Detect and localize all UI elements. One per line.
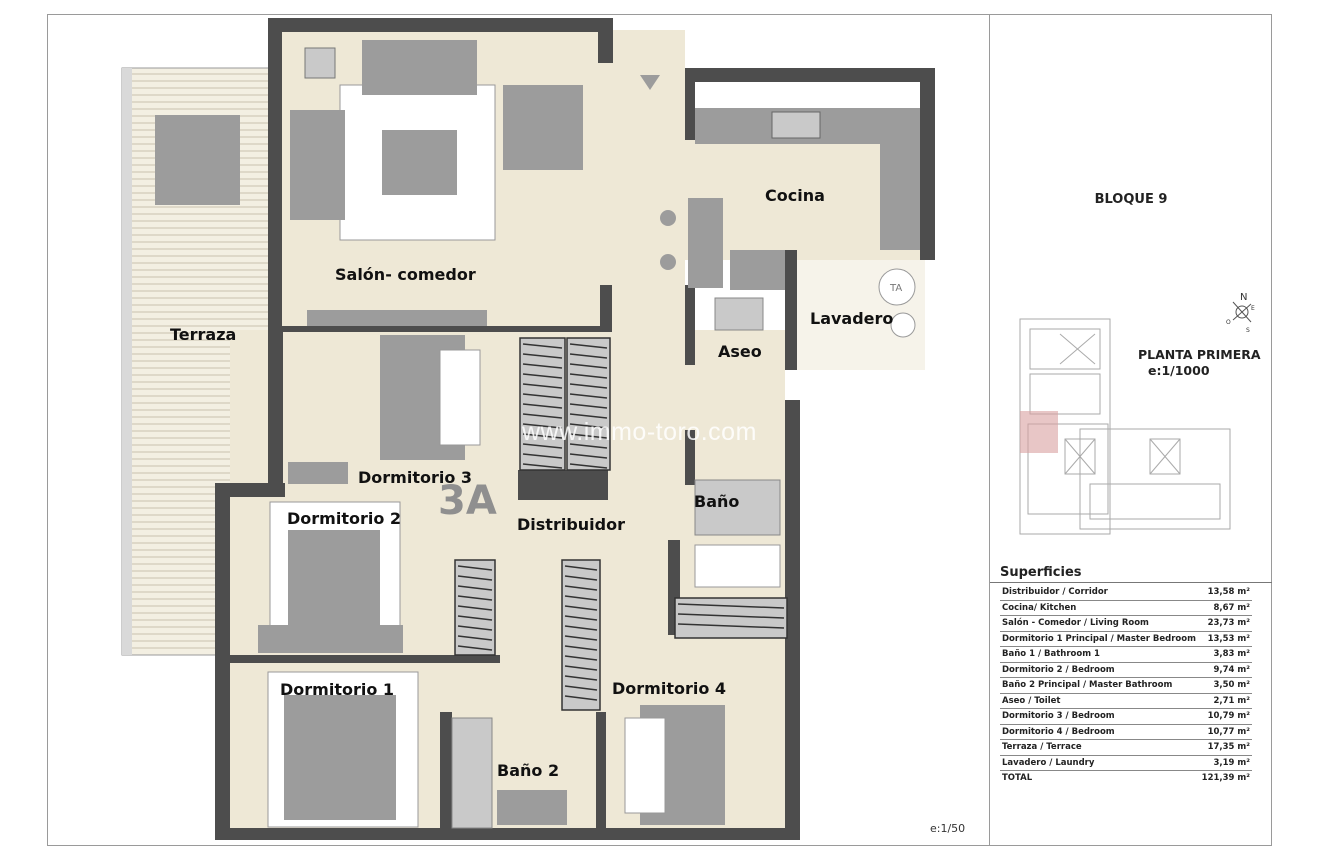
room-label-cocina: Cocina (765, 186, 825, 205)
compass-icon: N E O S (1226, 292, 1255, 334)
site-plan-drawing (1019, 318, 1231, 535)
surface-value: 10,79 m² (1199, 708, 1252, 725)
svg-text:S: S (1246, 327, 1250, 334)
surfaces-title: Superficies (1000, 565, 1082, 580)
room-label-bano-2: Baño 2 (497, 761, 559, 780)
surface-value: 17,35 m² (1199, 739, 1252, 756)
room-label-distribuidor: Distribuidor (517, 515, 625, 534)
room-label-salon: Salón- comedor (335, 265, 476, 284)
surface-label: Aseo / Toilet (1000, 693, 1200, 709)
plan-scale-small: e:1/1000 (1148, 363, 1210, 378)
surface-label: Baño 1 / Bathroom 1 (1000, 646, 1200, 663)
unit-highlight (1020, 411, 1058, 453)
plan-caption: PLANTA PRIMERA e:1/1000 (1138, 347, 1261, 379)
drawing-frame (47, 14, 1272, 846)
room-label-terraza: Terraza (170, 325, 236, 344)
room-label-lavadero: Lavadero (810, 309, 893, 328)
appliance-label: TA (889, 283, 902, 294)
surface-label: Baño 2 Principal / Master Bathroom (1000, 677, 1200, 694)
surface-value: 8,67 m² (1199, 600, 1252, 616)
surface-value: 23,73 m² (1199, 615, 1252, 632)
panel-divider (989, 14, 990, 846)
surface-value: 2,71 m² (1199, 693, 1252, 709)
surface-label: Salón - Comedor / Living Room (1000, 615, 1200, 632)
room-label-bano: Baño (694, 492, 739, 511)
surface-value: 3,50 m² (1199, 677, 1252, 694)
furniture (155, 40, 920, 829)
surface-value: 9,74 m² (1199, 662, 1252, 678)
block-title: BLOQUE 9 (1094, 192, 1168, 207)
surface-label: TOTAL (1002, 773, 1033, 784)
surface-label: Dormitorio 1 Principal / Master Bedroom (1000, 631, 1200, 647)
unit-label: 3A (438, 478, 497, 524)
surface-label: Dormitorio 3 / Bedroom (1000, 708, 1200, 725)
site-plan: N E O S (1019, 292, 1255, 535)
surface-label: Cocina/ Kitchen (1000, 600, 1200, 616)
walls (215, 18, 935, 840)
surface-row: TOTAL 121,39 m² (1000, 771, 1252, 786)
surface-value: 13,53 m² (1199, 631, 1252, 647)
svg-text:N: N (1240, 292, 1247, 303)
entrance-arrow-icon (640, 75, 660, 90)
svg-text:O: O (1226, 319, 1231, 326)
watermark: www.immo-toro.com (522, 418, 757, 446)
surface-value: 3,83 m² (1199, 646, 1252, 663)
floor-plan: Salón- comedor Cocina Terraza Lavadero A… (121, 18, 935, 840)
surface-value: 13,58 m² (1199, 585, 1252, 601)
wardrobe (561, 559, 601, 711)
room-label-aseo: Aseo (718, 342, 762, 361)
surface-value: 3,19 m² (1199, 755, 1252, 771)
surfaces-rule (990, 582, 1272, 583)
info-panel: BLOQUE 9 N E O S PLANTA PRIMERA e:1/1000… (990, 14, 1272, 846)
surface-label: Dormitorio 4 / Bedroom (1000, 724, 1200, 740)
svg-text:E: E (1251, 305, 1255, 312)
room-label-dormitorio-4: Dormitorio 4 (612, 679, 726, 698)
surface-label: Distribuidor / Corridor (1000, 585, 1200, 601)
surface-label: Dormitorio 2 / Bedroom (1000, 662, 1200, 678)
surface-label: Terraza / Terrace (1000, 739, 1200, 756)
room-label-dormitorio-2: Dormitorio 2 (287, 509, 401, 528)
room-label-dormitorio-3: Dormitorio 3 (358, 468, 472, 487)
surface-value: 121,39 m² (1201, 773, 1250, 784)
plan-title: PLANTA PRIMERA (1138, 347, 1261, 362)
surface-label: Lavadero / Laundry (1000, 755, 1200, 771)
room-label-dormitorio-1: Dormitorio 1 (280, 680, 394, 699)
plan-scale: e:1/50 (930, 822, 966, 835)
surface-value: 10,77 m² (1199, 724, 1252, 740)
